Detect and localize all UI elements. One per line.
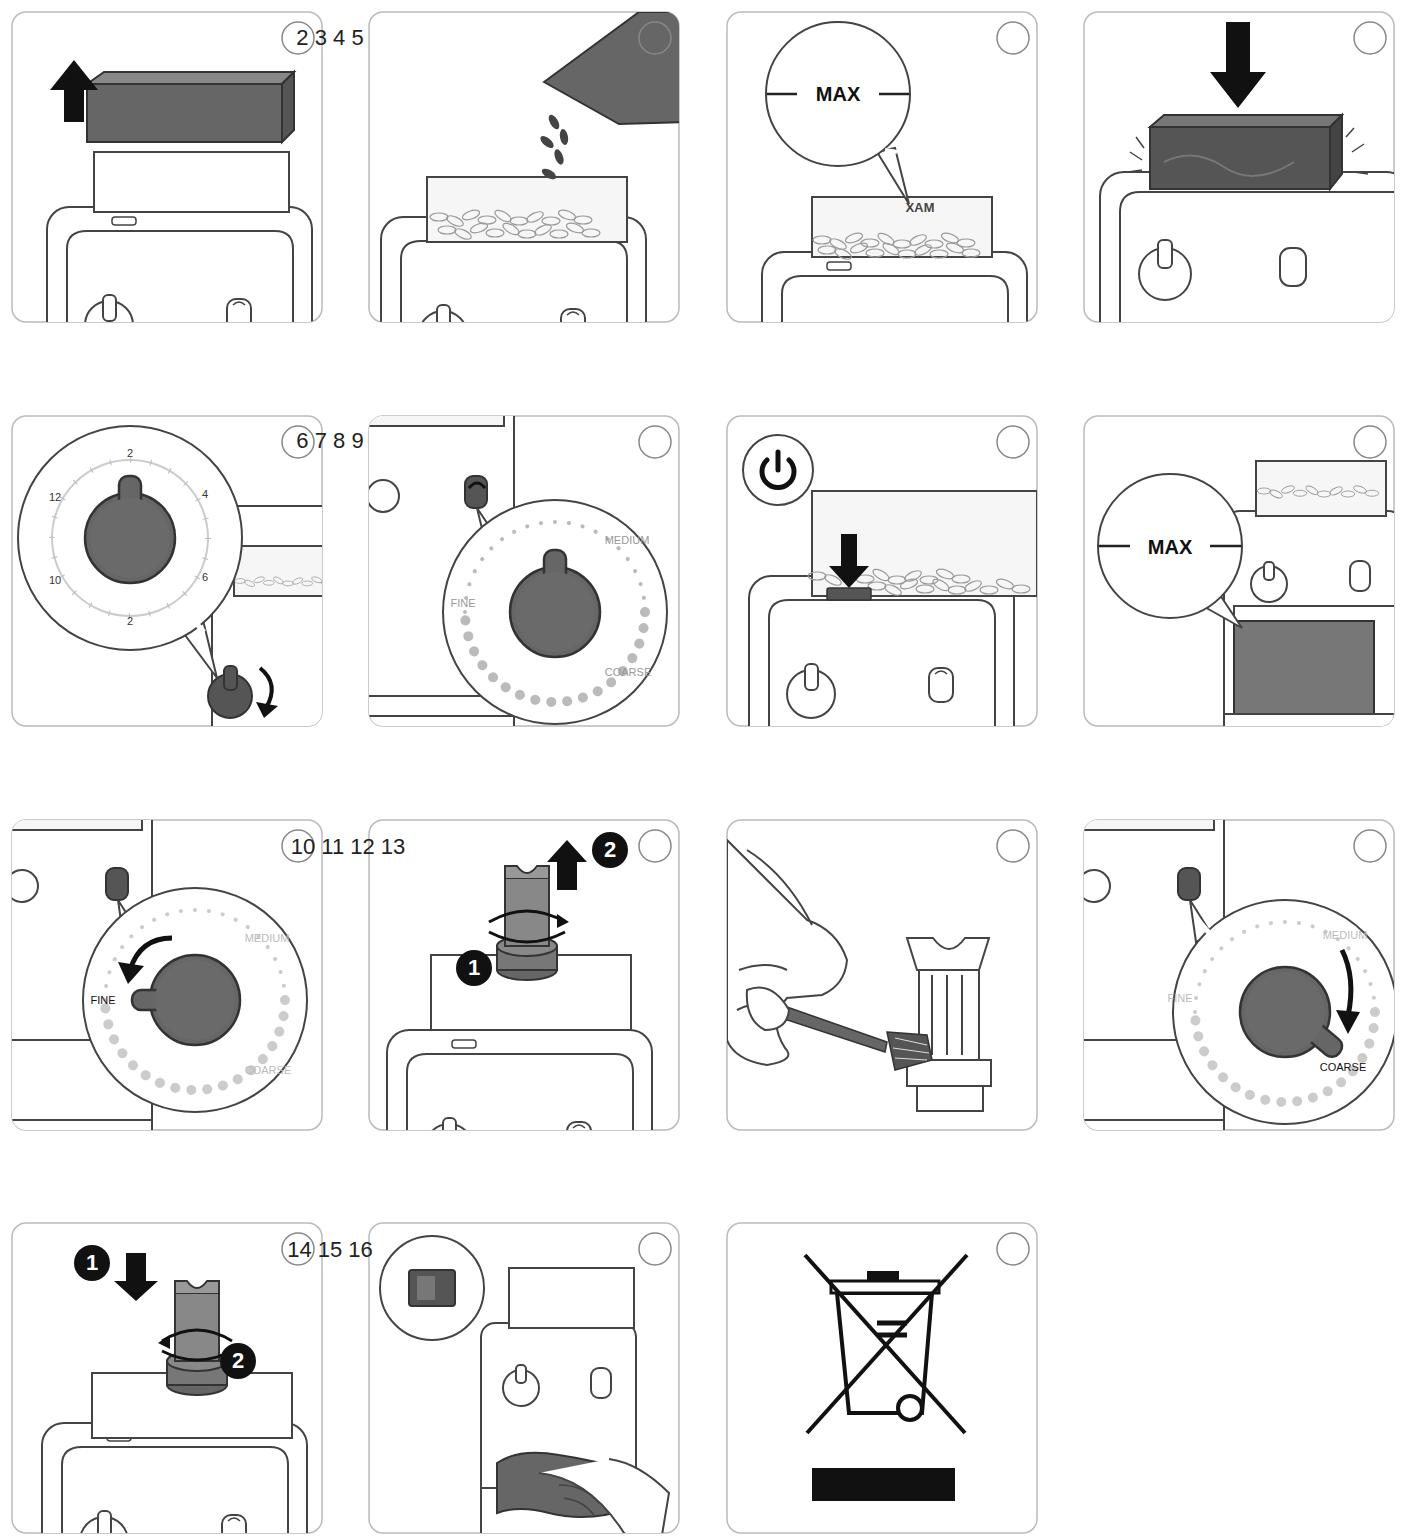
grind-setting: MEDIUM xyxy=(245,933,290,944)
dial-number: 2 xyxy=(127,616,133,627)
dial-number: 2 xyxy=(127,448,133,459)
panel-set-fine xyxy=(0,800,322,1150)
dial-number: 12 xyxy=(49,492,61,503)
panel-max-grounds xyxy=(1084,416,1401,751)
panel-brush-burr xyxy=(727,820,1037,1130)
grind-setting: MEDIUM xyxy=(605,535,650,546)
callout-number: 1 xyxy=(468,957,480,979)
step-numbers: 6 7 8 9 xyxy=(296,430,363,452)
grind-setting: COARSE xyxy=(245,1065,291,1076)
panel-grind-dial xyxy=(309,396,679,746)
panel-remove-burr xyxy=(369,820,679,1205)
panel-close-lid xyxy=(1084,12,1401,372)
step-numbers: 14 15 16 xyxy=(287,1239,373,1261)
panel-disposal xyxy=(727,1223,1037,1533)
step-numbers: 10 11 12 13 xyxy=(291,836,406,858)
panel-max-beans xyxy=(727,12,1037,427)
panel-fill-beans xyxy=(369,12,689,392)
panel-power xyxy=(727,416,1037,751)
grind-setting: MEDIUM xyxy=(1323,930,1368,941)
callout-number: 2 xyxy=(604,839,616,861)
dial-number: 6 xyxy=(202,572,208,583)
dial-number: 4 xyxy=(202,489,208,500)
callout-number: 1 xyxy=(86,1252,98,1274)
max-mark: MAX xyxy=(906,201,935,214)
panel-cup-dial xyxy=(12,416,372,746)
grind-setting: FINE xyxy=(1167,993,1192,1004)
callout-number: 2 xyxy=(232,1350,244,1372)
max-mark: MAX xyxy=(1148,537,1192,557)
grind-setting: COARSE xyxy=(605,667,651,678)
dial-number: 10 xyxy=(49,575,61,586)
grind-setting: FINE xyxy=(450,598,475,609)
grind-setting: FINE xyxy=(90,995,115,1006)
panel-insert-burr xyxy=(12,1223,322,1537)
panel-set-coarse xyxy=(1024,800,1397,1150)
grind-setting: COARSE xyxy=(1320,1062,1366,1073)
step-numbers: 2 3 4 5 xyxy=(296,27,363,49)
max-mark: MAX xyxy=(816,84,860,104)
panel-remove-lid xyxy=(12,12,322,382)
panel-wipe-clean xyxy=(369,1223,679,1537)
